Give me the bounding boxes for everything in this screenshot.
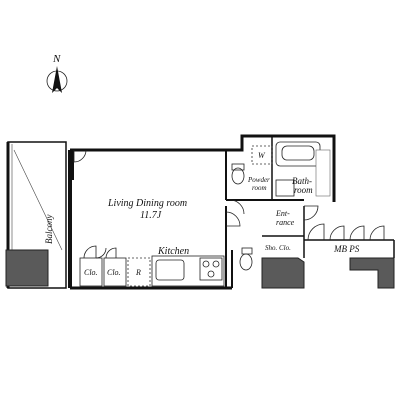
entrance-label-2: rance <box>276 218 295 227</box>
doors <box>73 149 385 259</box>
stove <box>199 257 223 281</box>
balcony-diagonal <box>13 149 63 251</box>
door-arc-closet-1b <box>95 247 107 259</box>
closet-1-box <box>79 257 103 287</box>
sink <box>155 259 185 281</box>
kitchen-fixtures <box>79 255 225 287</box>
door-arc-mbps-1 <box>307 223 325 241</box>
wall-block-mbps <box>349 257 395 289</box>
closet-2-label: Clo. <box>107 268 121 277</box>
living-label: Living Dining room <box>107 198 187 209</box>
balcony-label: Balcony <box>44 215 54 245</box>
mbps-label: MB PS <box>333 244 360 254</box>
door-arc-living <box>225 211 241 227</box>
kitchen-counter <box>151 255 225 287</box>
column-top-left <box>70 150 74 180</box>
door-arc-balcony <box>73 149 87 163</box>
bath-label-2: room <box>294 185 313 195</box>
shoe-closet-label: Sho. Clo. <box>265 244 291 252</box>
burner-icon <box>202 260 210 268</box>
burner-icon <box>212 260 220 268</box>
powder-label-1: Powder <box>247 176 270 184</box>
door-arc-entrance <box>303 205 319 221</box>
door-arc-mbps-3 <box>349 225 365 241</box>
bath-label-1: Bath- <box>292 176 312 186</box>
washer-box <box>251 145 273 165</box>
kitchen-label: Kitchen <box>157 246 189 257</box>
north-arrow-icon <box>52 66 62 93</box>
living-size-label: 11.7J <box>140 210 162 221</box>
balcony-area: Balcony <box>5 141 67 289</box>
room-labels: Living Dining room 11.7J Kitchen Clo. Cl… <box>84 151 360 277</box>
door-arc-mbps-2 <box>329 225 345 241</box>
door-arc-closet-1a <box>83 245 97 259</box>
entrance-label-1: Ent- <box>275 209 290 218</box>
balcony-outdoor-unit <box>5 249 49 287</box>
closet-1-label: Clo. <box>84 268 98 277</box>
toilet-icon <box>231 167 245 185</box>
vanity <box>275 179 295 197</box>
burner-icon <box>207 270 215 278</box>
compass: N <box>46 53 68 93</box>
entrance-toilet-icon <box>239 253 253 271</box>
bath-shelf <box>315 149 331 197</box>
outer-walls <box>68 134 395 290</box>
entrance-tank <box>241 247 253 255</box>
closet-2-box <box>103 257 127 287</box>
refrigerator-box <box>127 257 151 287</box>
door-arc-closet-2 <box>105 247 117 259</box>
toilet-tank <box>231 163 245 171</box>
door-arc-mbps-4 <box>369 225 385 241</box>
door-arc-powder <box>229 199 245 215</box>
north-wall <box>70 134 336 202</box>
sanitary-fixtures <box>231 141 331 271</box>
bathtub-inner <box>281 145 315 161</box>
washer-label: W <box>258 151 266 160</box>
refrigerator-label: R <box>135 268 141 277</box>
wall-block-entrance <box>261 257 305 289</box>
powder-label-2: room <box>252 184 267 192</box>
north-label: N <box>52 53 61 65</box>
